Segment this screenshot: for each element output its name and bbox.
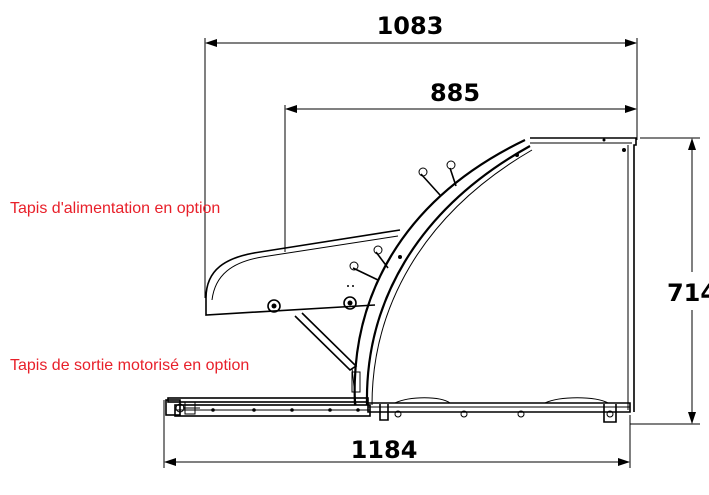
machine-drawing [165, 137, 637, 423]
exit-belt [165, 397, 371, 417]
machine-base [367, 397, 631, 423]
machine-frame [530, 137, 637, 412]
annotation-exit-option: Tapis de sortie motorisé en option [10, 357, 249, 374]
feeder-belt [205, 229, 401, 316]
dimension-label-714: 714 [667, 279, 709, 307]
support-strut [294, 312, 361, 406]
dimension-label-1184: 1184 [351, 436, 418, 464]
dimension-885: 885 [284, 79, 637, 252]
hood-handles [349, 160, 457, 281]
label-mask-714 [672, 272, 709, 310]
dimension-label-1083: 1083 [377, 12, 444, 40]
curved-hood [353, 139, 533, 406]
annotation-feeder-option: Tapis d'alimentation en option [10, 200, 220, 217]
dimension-1083: 1083 [204, 12, 638, 298]
dimension-label-885: 885 [430, 79, 480, 107]
dimension-714: 714 [630, 137, 709, 425]
dimension-1184: 1184 [163, 400, 631, 468]
